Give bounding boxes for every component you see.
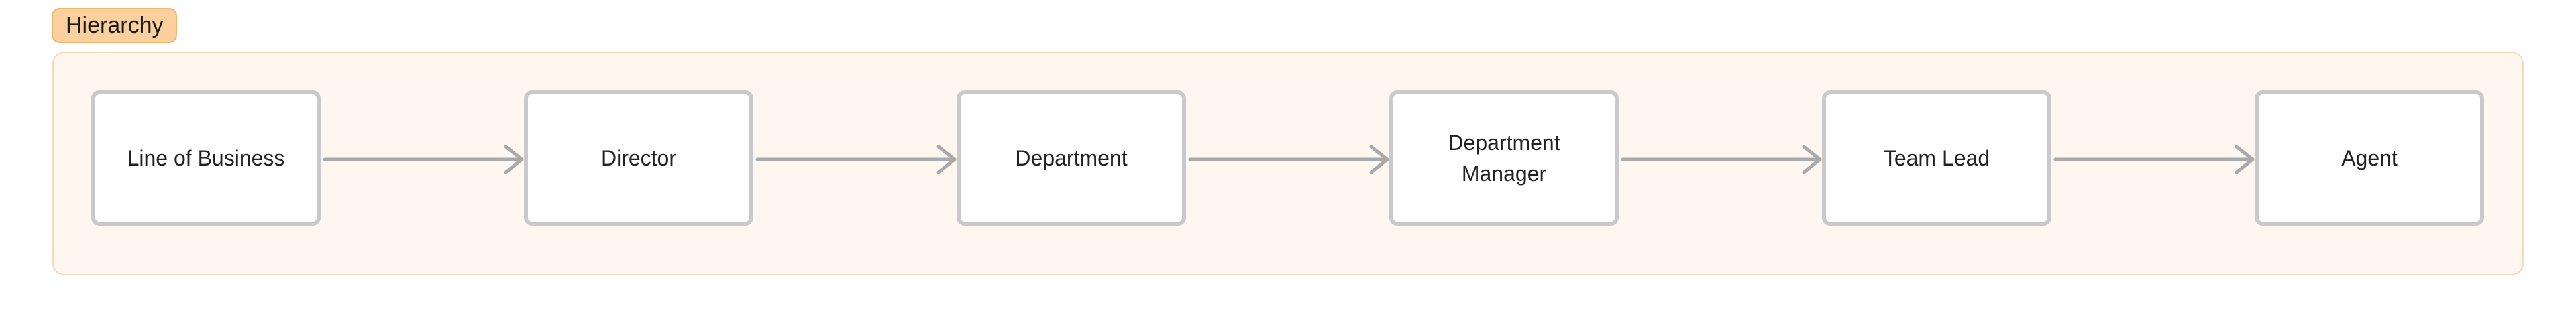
flow-node-team-lead[interactable]: Team Lead [1822,90,2051,226]
flow-node-label: Director [600,146,676,170]
flow-node-director[interactable]: Director [524,90,753,226]
flow-node-label: Line of Business [127,146,285,170]
hierarchy-group-label: Hierarchy [52,8,178,43]
flow-node-line-of-business[interactable]: Line of Business [91,90,321,226]
hierarchy-group-frame [52,52,2524,275]
flow-node-label: Team Lead [1883,146,1990,170]
flow-node-agent[interactable]: Agent [2255,90,2484,226]
hierarchy-group-label-text: Hierarchy [66,13,164,38]
flow-node-label: Agent [2341,146,2398,170]
flow-node-department[interactable]: Department [957,90,1186,226]
flow-node-label: Department Manager [1448,131,1560,186]
flow-node-label: Department [1015,146,1128,170]
flow-node-department-manager[interactable]: Department Manager [1389,90,1619,226]
